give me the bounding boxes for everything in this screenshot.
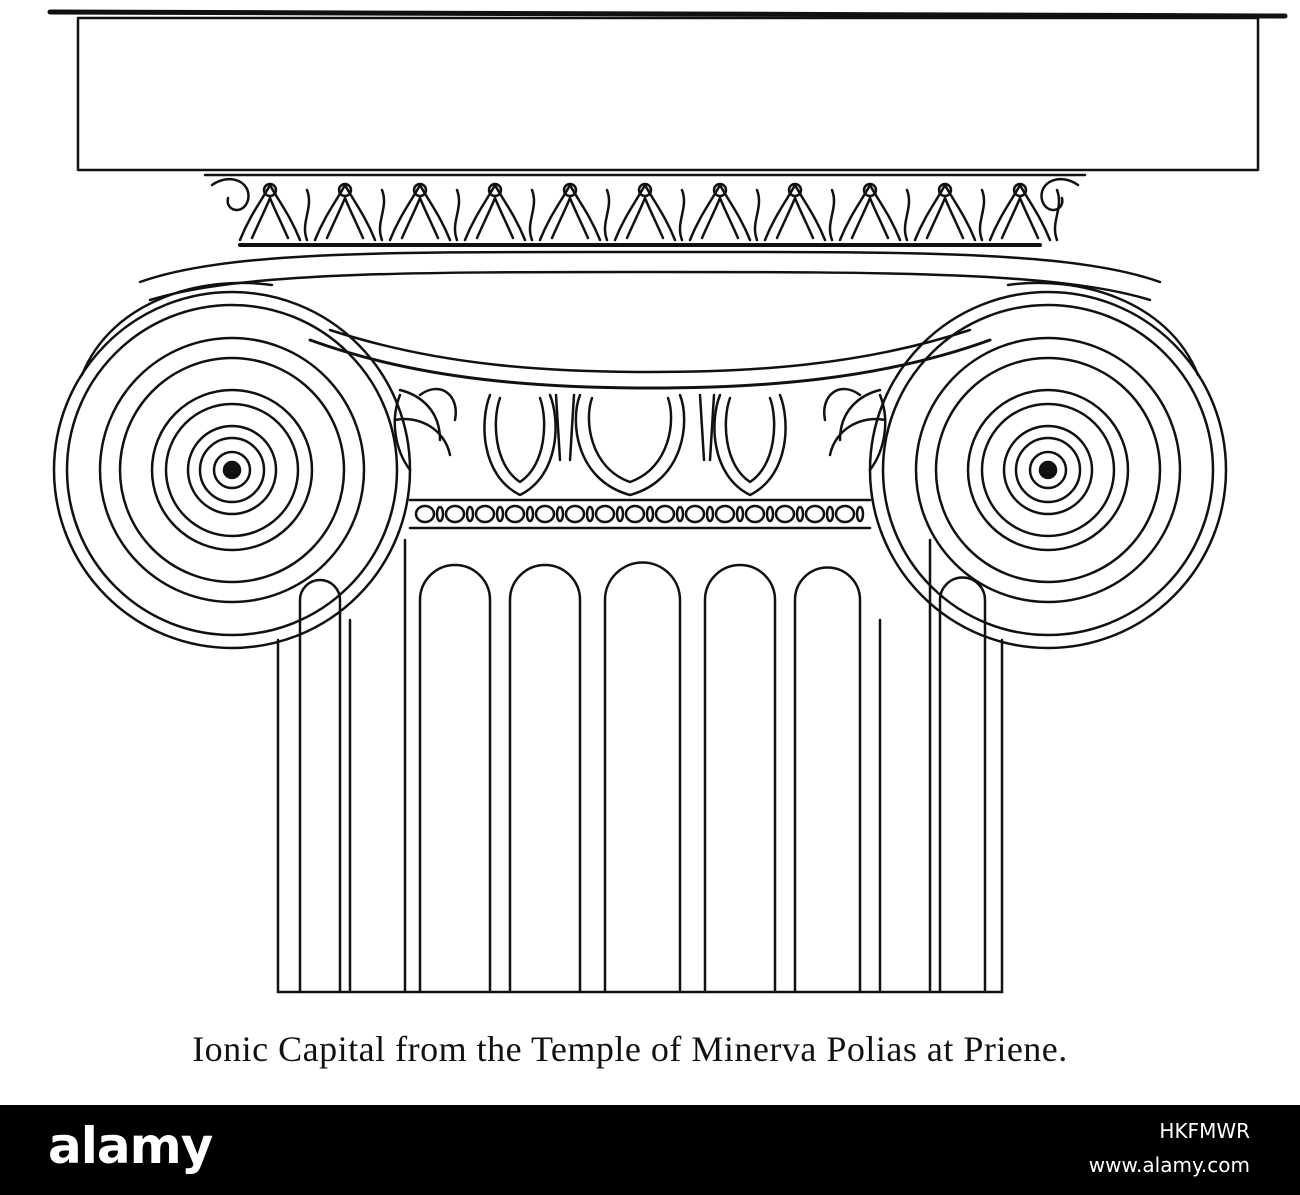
abacus bbox=[47, 9, 1288, 172]
left-volute bbox=[52, 281, 412, 650]
volute-band bbox=[138, 250, 1162, 390]
stock-id: HKFMWR bbox=[1159, 1119, 1250, 1143]
egg-and-dart bbox=[393, 387, 887, 497]
right-volute bbox=[868, 281, 1228, 650]
column-shaft bbox=[276, 538, 1004, 994]
bead-and-reel bbox=[408, 498, 872, 530]
watermark-logo: alamy bbox=[48, 1117, 213, 1175]
site-url: www.alamy.com bbox=[1088, 1153, 1250, 1177]
watermark-footer: alamy HKFMWR www.alamy.com bbox=[0, 1105, 1300, 1195]
caption: Ionic Capital from the Temple of Minerva… bbox=[192, 1029, 1068, 1069]
anthemion-band bbox=[203, 173, 1087, 247]
ionic-capital-engraving bbox=[47, 9, 1288, 994]
